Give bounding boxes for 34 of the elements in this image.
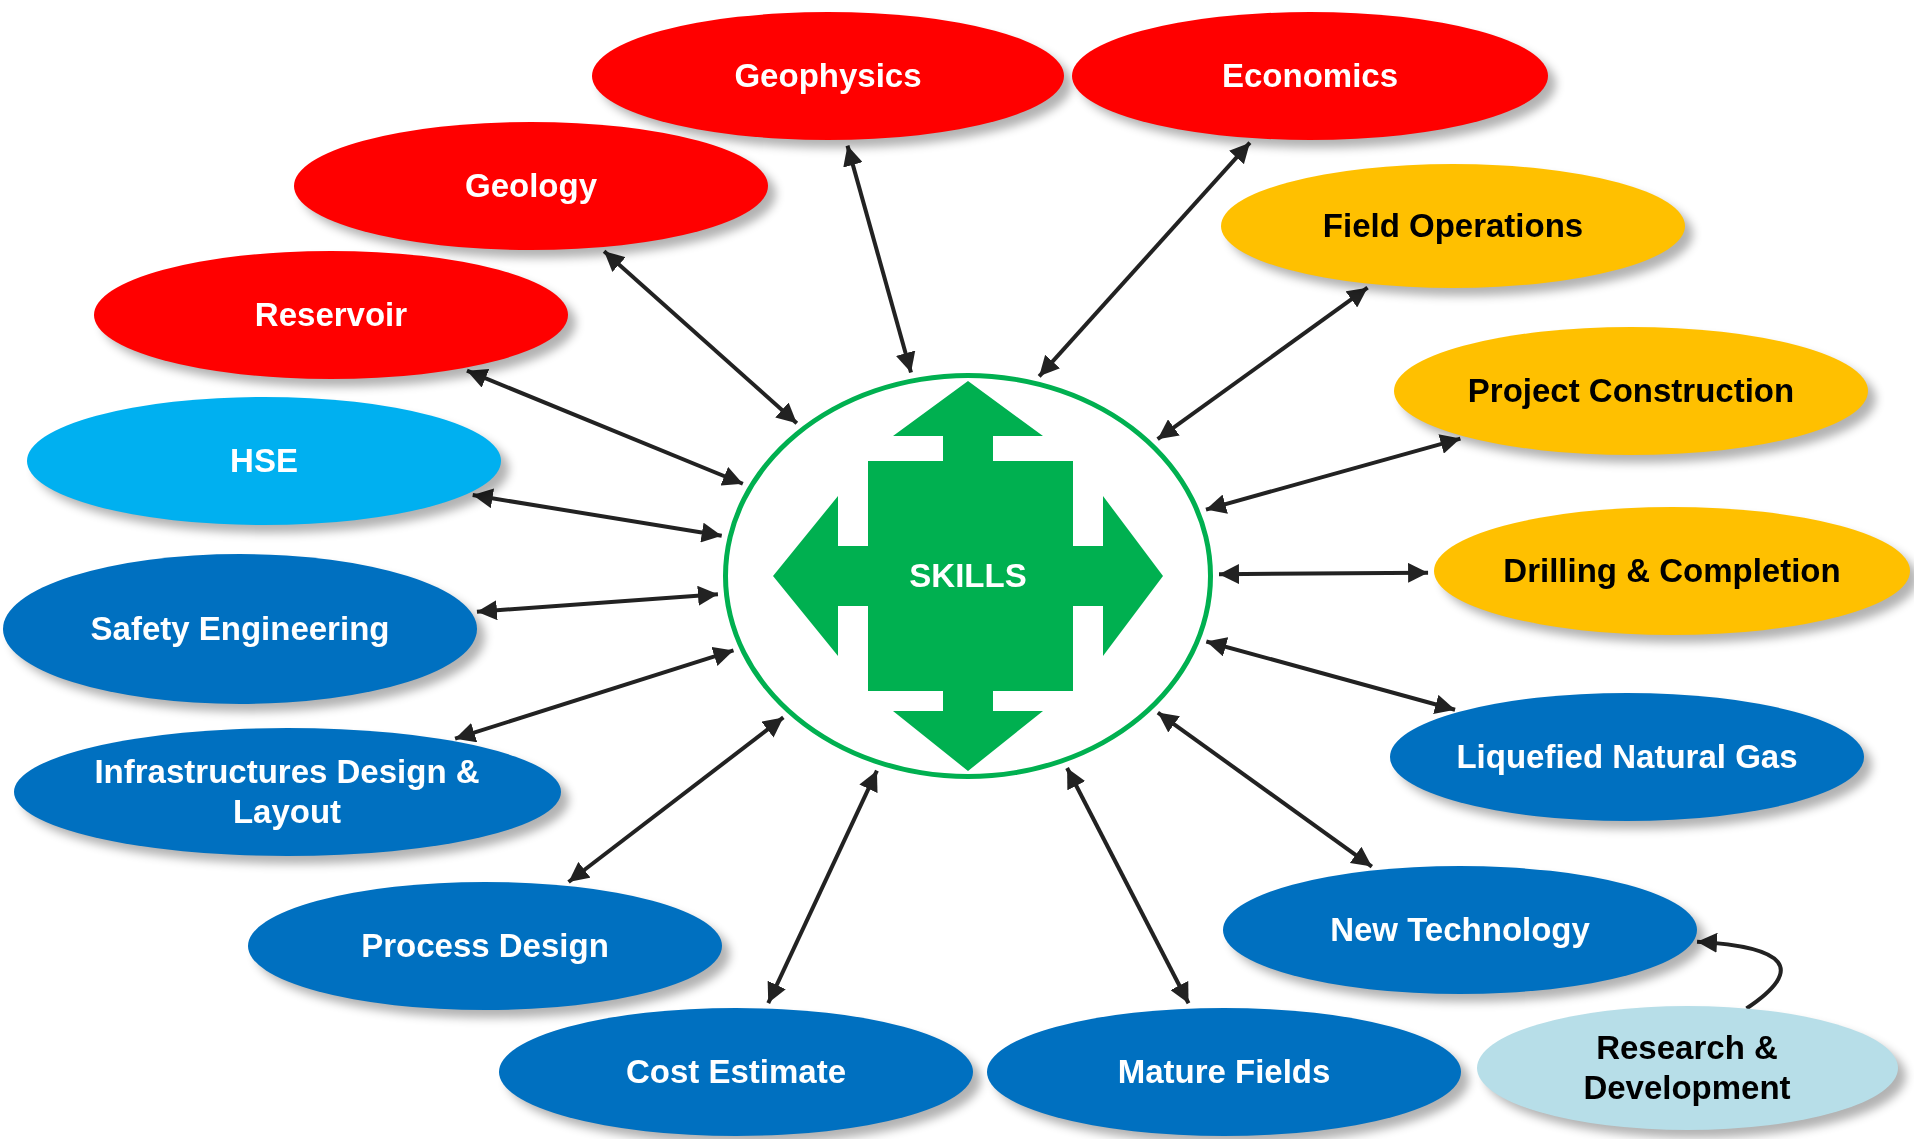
arrow — [1696, 933, 1783, 1011]
node-label: SKILLS — [909, 556, 1027, 596]
arrow — [1156, 286, 1369, 441]
arrow — [843, 145, 916, 373]
node-label: Safety Engineering — [90, 609, 390, 649]
node-label: Reservoir — [254, 295, 408, 335]
node-label: Liquefied Natural Gas — [1456, 737, 1798, 777]
node-label: Drilling & Completion — [1503, 551, 1841, 591]
node-label: Geology — [465, 166, 597, 206]
arrow — [472, 488, 723, 543]
node-label: Mature Fields — [1117, 1052, 1331, 1092]
node-label: Field Operations — [1322, 206, 1584, 246]
node-label: Process Design — [361, 926, 609, 966]
arrow — [1156, 710, 1373, 869]
node-label: Cost Estimate — [625, 1052, 847, 1092]
node-label: Geophysics — [734, 56, 922, 96]
node-label: Project Construction — [1467, 371, 1795, 411]
center-ellipse — [723, 373, 1213, 779]
node-label: Research & Development — [1582, 1028, 1792, 1108]
arrow — [766, 769, 879, 1004]
arrow — [567, 715, 785, 884]
arrow — [1065, 767, 1191, 1005]
node-label: Economics — [1221, 56, 1399, 96]
node-label: New Technology — [1330, 910, 1590, 950]
arrow — [476, 585, 719, 621]
arrow — [1205, 434, 1461, 514]
arrow — [602, 249, 799, 425]
arrow — [1037, 141, 1252, 378]
node-label: Infrastructures Design & Layout — [93, 752, 481, 832]
arrow — [454, 646, 735, 743]
arrow — [1205, 637, 1456, 715]
node-label: HSE — [230, 441, 298, 481]
arrow — [466, 368, 744, 486]
arrow — [1218, 562, 1429, 585]
